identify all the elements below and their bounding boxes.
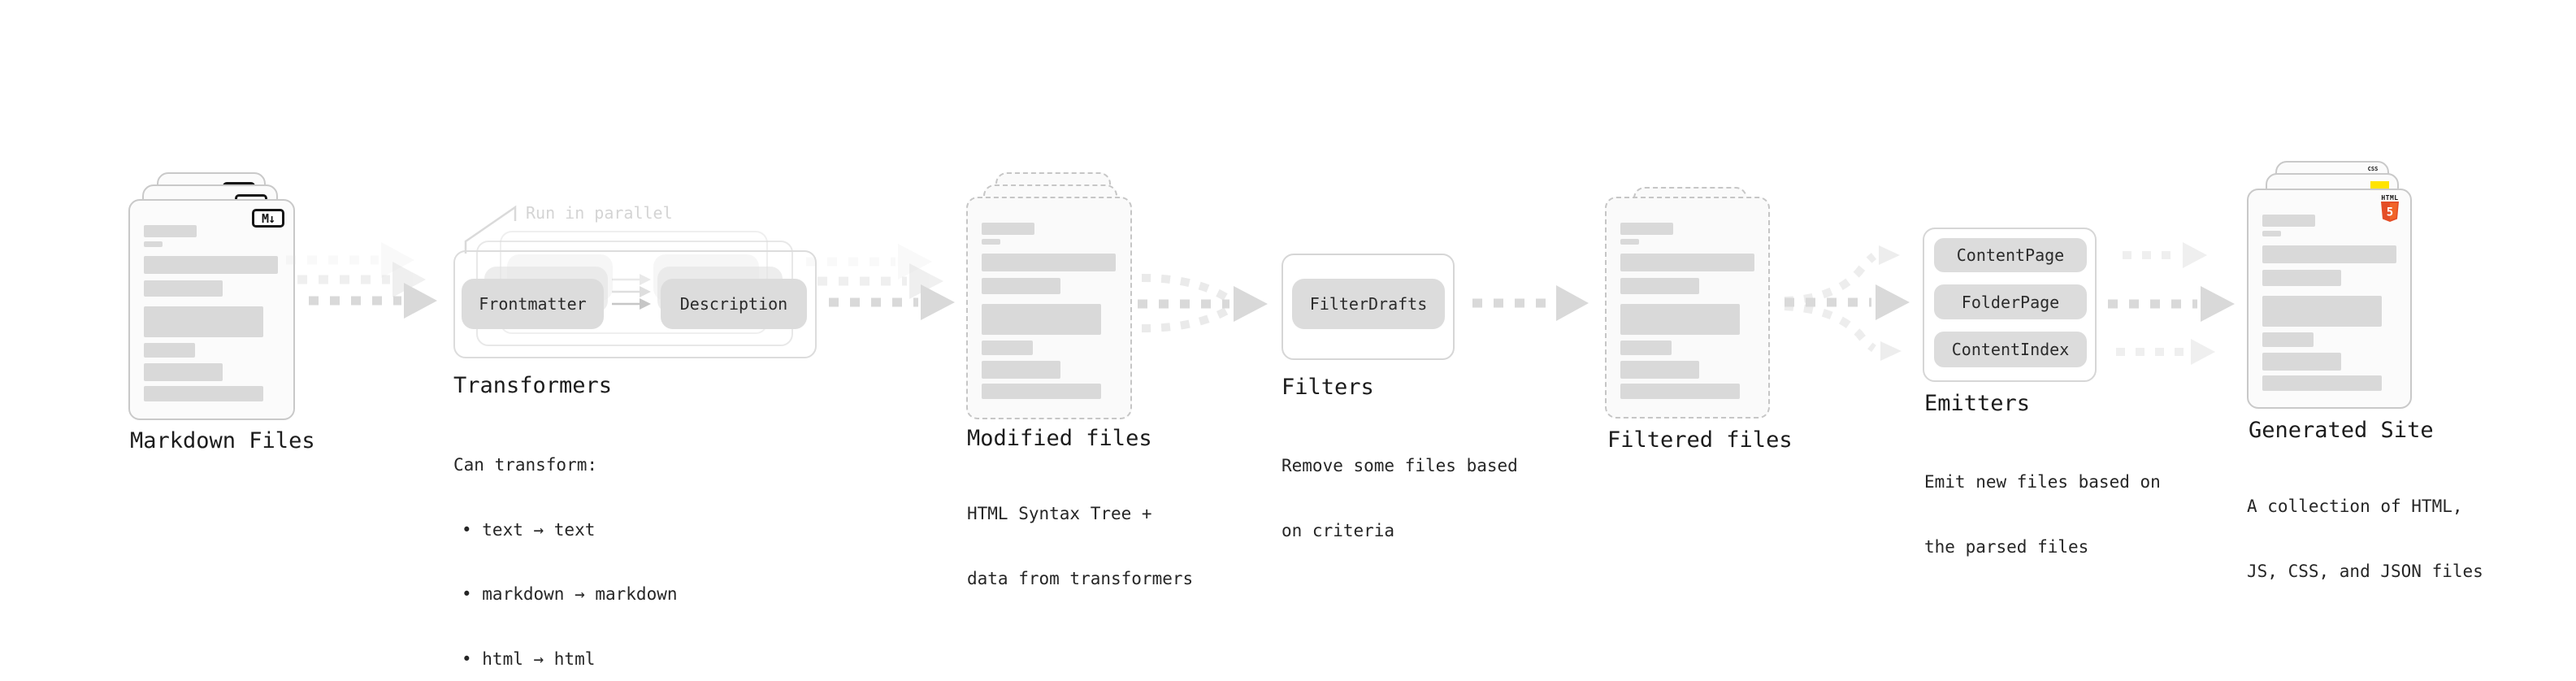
generated-file-card-front: HTML 5	[2247, 189, 2412, 409]
emitters-frame	[1923, 228, 2097, 382]
content-line-bar	[2262, 245, 2396, 263]
desc-line: • markdown → markdown	[462, 584, 678, 604]
desc-line: Can transform:	[453, 455, 598, 475]
filtered-file-card-front	[1605, 197, 1770, 419]
content-line-bar	[1620, 278, 1699, 294]
content-line-bar	[1620, 254, 1754, 271]
desc-line: the parsed files	[1924, 536, 2089, 557]
content-line-bar	[1620, 223, 1673, 235]
content-line-bar	[982, 361, 1060, 379]
content-line-bar	[144, 306, 263, 337]
html5-icon: HTML 5	[2380, 194, 2400, 225]
stage-label-filters: Filters	[1281, 375, 1374, 400]
run-in-parallel-note: Run in parallel	[526, 203, 673, 223]
modified-file-card-front	[966, 197, 1132, 419]
markdown-icon: M↓	[252, 209, 284, 228]
content-line-bar	[2262, 231, 2281, 236]
content-line-bar	[2262, 353, 2341, 371]
js-icon	[2370, 181, 2389, 190]
stage-label-generated-site: Generated Site	[2249, 418, 2434, 443]
desc-line: A collection of HTML,	[2247, 497, 2463, 516]
stage-desc-filters: Remove some files based on criteria	[1281, 412, 1518, 584]
content-line-bar	[982, 340, 1033, 355]
stage-desc-generated-site: A collection of HTML, JS, CSS, and JSON …	[2247, 453, 2483, 625]
transformer-pill-description: Description	[661, 279, 807, 329]
transformer-pill-frontmatter: Frontmatter	[462, 279, 604, 329]
stage-label-modified-files: Modified files	[967, 426, 1152, 451]
stage-label-transformers: Transformers	[453, 373, 613, 398]
content-line-bar	[144, 343, 195, 358]
stage-desc-emitters: Emit new files based on the parsed files	[1924, 428, 2161, 601]
stage-desc-modified-files: HTML Syntax Tree + data from transformer…	[967, 460, 1193, 632]
desc-line: JS, CSS, and JSON files	[2247, 561, 2483, 581]
content-line-bar	[2262, 332, 2314, 347]
content-line-bar	[2262, 270, 2341, 286]
content-line-bar	[1620, 239, 1639, 245]
markdown-file-card-front: M↓	[128, 199, 295, 420]
arrow-transformers-to-modified	[806, 244, 955, 320]
content-line-bar	[144, 241, 163, 247]
desc-line: data from transformers	[967, 568, 1194, 588]
content-line-bar	[144, 280, 223, 297]
content-line-bar	[1620, 384, 1740, 399]
content-line-bar	[2262, 296, 2382, 327]
content-line-bar	[982, 384, 1101, 399]
html5-word: HTML	[2381, 194, 2399, 202]
html5-shield: 5	[2381, 202, 2399, 222]
transformer-frame	[453, 250, 817, 358]
stage-label-markdown-files: Markdown Files	[130, 428, 315, 453]
arrow-filtered-to-emitters	[1784, 245, 1910, 361]
stage-label-emitters: Emitters	[1924, 391, 2031, 416]
content-line-bar	[2262, 375, 2382, 391]
filters-frame	[1281, 254, 1455, 360]
content-line-bar	[1620, 361, 1699, 379]
content-line-bar	[2262, 215, 2315, 227]
arrow-filters-to-filtered	[1472, 285, 1589, 321]
content-line-bar	[982, 239, 1000, 245]
content-line-bar	[144, 386, 263, 401]
stage-desc-transformers: Can transform: • text → text • markdown …	[453, 411, 678, 681]
content-line-bar	[144, 363, 223, 381]
arrow-modified-to-filters	[1138, 274, 1268, 332]
content-line-bar	[1620, 304, 1740, 335]
desc-line: • text → text	[462, 519, 596, 540]
desc-line: HTML Syntax Tree +	[967, 504, 1152, 523]
filter-pill-filterdrafts: FilterDrafts	[1292, 279, 1445, 329]
desc-line: • html → html	[462, 648, 596, 669]
content-line-bar	[144, 256, 278, 274]
content-line-bar	[982, 278, 1060, 294]
content-line-bar	[1620, 340, 1672, 355]
desc-line: on criteria	[1281, 520, 1395, 540]
arrow-markdown-to-transformers	[286, 242, 437, 319]
content-line-bar	[144, 225, 197, 237]
emitter-pill-contentindex: ContentIndex	[1934, 332, 2087, 367]
desc-line: Emit new files based on	[1924, 472, 2161, 492]
desc-line: Remove some files based	[1281, 456, 1518, 475]
content-line-bar	[982, 254, 1116, 271]
emitter-pill-contentpage: ContentPage	[1934, 238, 2087, 272]
arrow-emitters-to-generated	[2108, 242, 2235, 365]
content-line-bar	[982, 223, 1034, 235]
content-line-bar	[982, 304, 1101, 335]
svg-text:5: 5	[2387, 206, 2393, 219]
emitter-pill-folderpage: FolderPage	[1934, 284, 2087, 319]
stage-label-filtered-files: Filtered files	[1607, 427, 1793, 453]
